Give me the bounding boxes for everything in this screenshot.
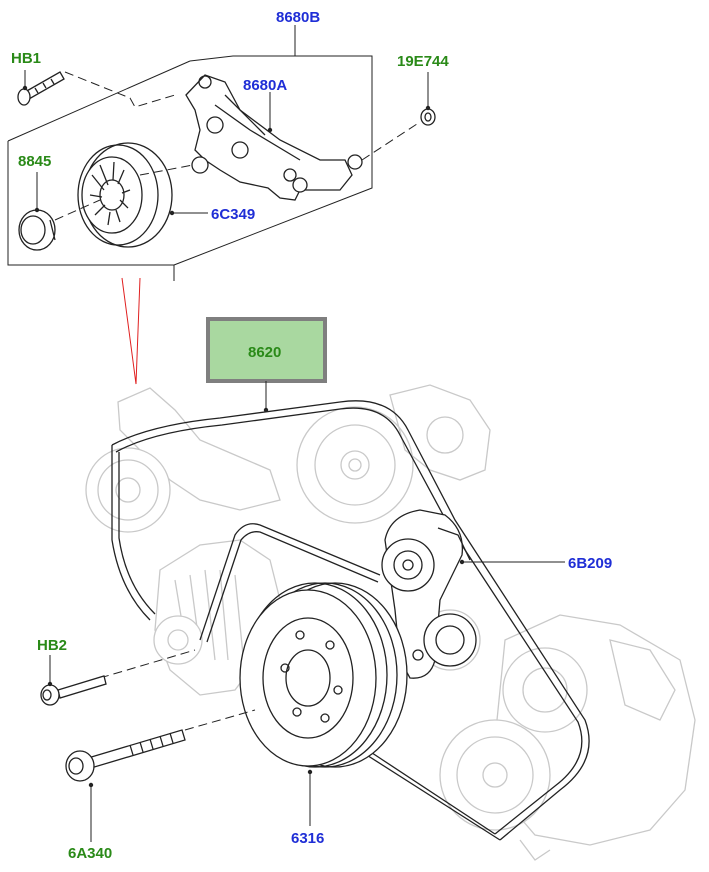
leader-6a340-dot — [88, 782, 94, 788]
assembly-line-6a340 — [184, 709, 256, 731]
exploded-view-frame — [7, 25, 373, 281]
label-hb2[interactable]: HB2 — [37, 637, 67, 654]
leader-19e744-dot — [425, 105, 431, 111]
assembly-line-hb1 — [64, 71, 176, 108]
dust-cap — [18, 209, 56, 251]
assembly-line-cap — [54, 199, 101, 221]
tensioner-bracket — [185, 74, 363, 201]
drive-belt — [111, 400, 590, 841]
assembly-line-pivot — [139, 164, 194, 176]
label-hb1[interactable]: HB1 — [11, 50, 41, 67]
leader-8680a-dot — [267, 127, 273, 133]
label-19e744[interactable]: 19E744 — [397, 53, 449, 70]
leader-8845-dot — [34, 207, 40, 213]
leader-hb2-dot — [47, 681, 53, 687]
leader-8620-dot — [263, 407, 269, 413]
label-8845[interactable]: 8845 — [18, 153, 51, 170]
leader-6c349-dot — [169, 210, 175, 216]
leader-6b209-dot — [459, 559, 465, 565]
idler-pulley — [77, 142, 173, 248]
label-6a340[interactable]: 6A340 — [68, 845, 112, 862]
assembly-line-bushing — [361, 121, 421, 161]
leader-hb1-dot — [22, 85, 28, 91]
label-6b209[interactable]: 6B209 — [568, 555, 612, 572]
label-6316[interactable]: 6316 — [291, 830, 324, 847]
label-8680b[interactable]: 8680B — [276, 9, 320, 26]
crankshaft-pulley — [239, 582, 408, 768]
tensioner-assembly — [381, 509, 477, 679]
leader-6316-dot — [307, 769, 313, 775]
bolt-hb2 — [40, 675, 107, 706]
bolt-6a340 — [65, 729, 186, 782]
assembly-line-hb2 — [99, 649, 196, 679]
engine-background — [85, 384, 696, 861]
pointer-line — [121, 277, 141, 385]
label-8680a[interactable]: 8680A — [243, 77, 287, 94]
label-6c349[interactable]: 6C349 — [211, 206, 255, 223]
label-8620[interactable]: 8620 — [248, 344, 281, 361]
bushing — [420, 108, 436, 126]
